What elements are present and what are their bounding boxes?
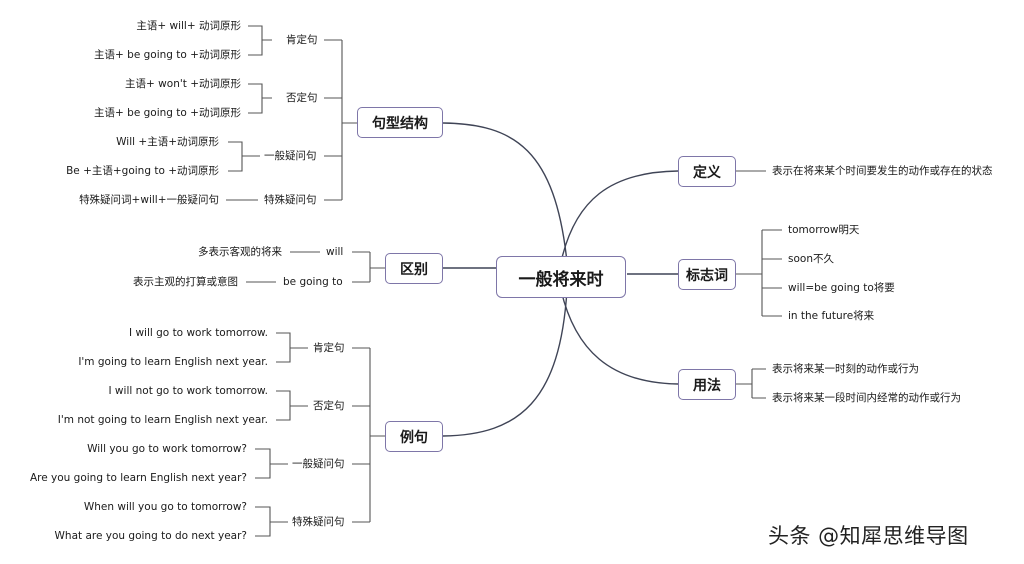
example-sentence: I'm going to learn English next year.	[78, 356, 268, 368]
label-special-question: 特殊疑问句	[292, 516, 345, 528]
node-sentence-structure[interactable]: 句型结构	[357, 107, 443, 138]
center-node[interactable]: 一般将来时	[496, 256, 626, 298]
example-sentence: Are you going to learn English next year…	[29, 472, 247, 484]
signal-word: soon不久	[788, 253, 834, 265]
structure-item: Be +主语+going to +动词原形	[66, 165, 219, 177]
example-sentence: I will not go to work tomorrow.	[108, 385, 269, 397]
node-signal-words[interactable]: 标志词	[678, 259, 736, 290]
example-sentence: What are you going to do next year?	[54, 530, 247, 542]
difference-desc: 多表示客观的将来	[198, 246, 282, 258]
difference-desc: 表示主观的打算或意图	[133, 276, 238, 288]
structure-item: Will +主语+动词原形	[116, 136, 219, 148]
structure-item: 主语+ be going to +动词原形	[94, 49, 241, 61]
label-negative: 否定句	[286, 92, 318, 104]
signal-word: in the future将来	[788, 310, 875, 322]
difference-key: will	[326, 246, 344, 258]
usage-item: 表示将来某一段时间内经常的动作或行为	[772, 392, 961, 404]
watermark: 头条 @知犀思维导图	[768, 524, 969, 548]
example-sentence: I will go to work tomorrow.	[129, 327, 268, 339]
structure-item: 主语+ will+ 动词原形	[136, 20, 241, 32]
structure-item: 特殊疑问词+will+一般疑问句	[79, 194, 219, 206]
difference-key: be going to	[283, 276, 343, 288]
signal-word: will=be going to将要	[788, 282, 895, 294]
node-definition[interactable]: 定义	[678, 156, 736, 187]
definition-text: 表示在将来某个时间要发生的动作或存在的状态	[772, 165, 993, 177]
node-difference[interactable]: 区别	[385, 253, 443, 284]
structure-item: 主语+ be going to +动词原形	[94, 107, 241, 119]
example-sentence: Will you go to work tomorrow?	[87, 443, 247, 455]
structure-item: 主语+ won't +动词原形	[125, 78, 241, 90]
node-usage[interactable]: 用法	[678, 369, 736, 400]
signal-word: tomorrow明天	[788, 224, 860, 236]
label-affirmative: 肯定句	[313, 342, 345, 354]
label-general-question: 一般疑问句	[292, 458, 345, 470]
example-sentence: I'm not going to learn English next year…	[57, 414, 268, 426]
label-special-question: 特殊疑问句	[264, 194, 317, 206]
example-sentence: When will you go to tomorrow?	[83, 501, 247, 513]
label-general-question: 一般疑问句	[264, 150, 317, 162]
usage-item: 表示将来某一时刻的动作或行为	[772, 363, 919, 375]
label-negative: 否定句	[313, 400, 345, 412]
label-affirmative: 肯定句	[286, 34, 318, 46]
node-examples[interactable]: 例句	[385, 421, 443, 452]
